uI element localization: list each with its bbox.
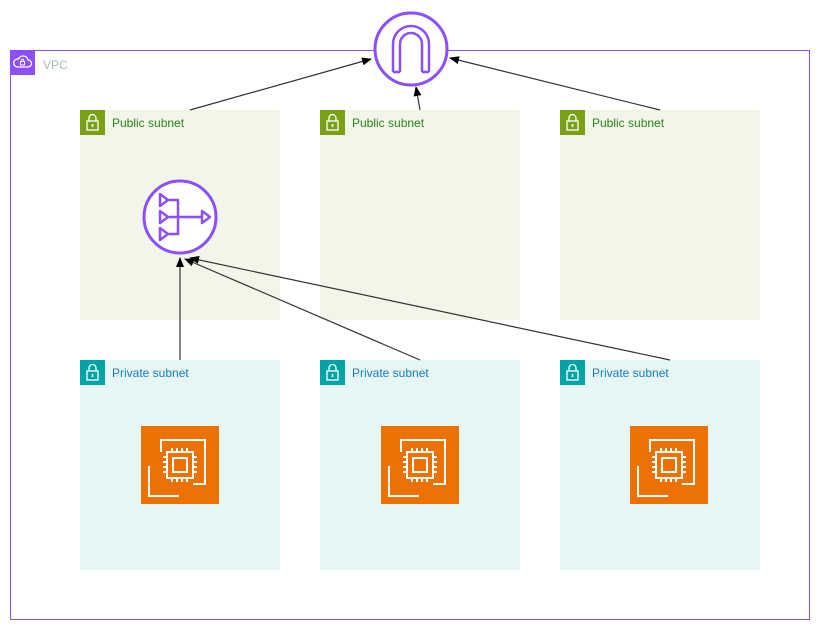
public-subnet-label: Public subnet	[352, 116, 425, 130]
public-subnet-label: Public subnet	[592, 116, 665, 130]
lock-icon	[560, 110, 585, 135]
private-subnet-2: Private subnet	[320, 360, 520, 570]
lock-icon	[80, 110, 105, 135]
internet-gateway-icon	[373, 11, 449, 87]
private-subnet-label: Private subnet	[352, 366, 429, 380]
ec2-instance-icon	[630, 426, 708, 504]
public-subnet-2: Public subnet	[320, 110, 520, 320]
vpc-label: VPC	[43, 58, 68, 72]
private-subnet-label: Private subnet	[112, 366, 189, 380]
lock-icon	[320, 110, 345, 135]
lock-icon	[80, 360, 105, 385]
vpc-cloud-icon	[10, 50, 35, 75]
public-subnet-label: Public subnet	[112, 116, 185, 130]
public-subnet-3: Public subnet	[560, 110, 760, 320]
ec2-instance-icon	[141, 426, 219, 504]
nat-gateway-icon	[142, 179, 218, 255]
private-subnet-label: Private subnet	[592, 366, 669, 380]
lock-icon	[560, 360, 585, 385]
lock-icon	[320, 360, 345, 385]
ec2-instance-icon	[381, 426, 459, 504]
